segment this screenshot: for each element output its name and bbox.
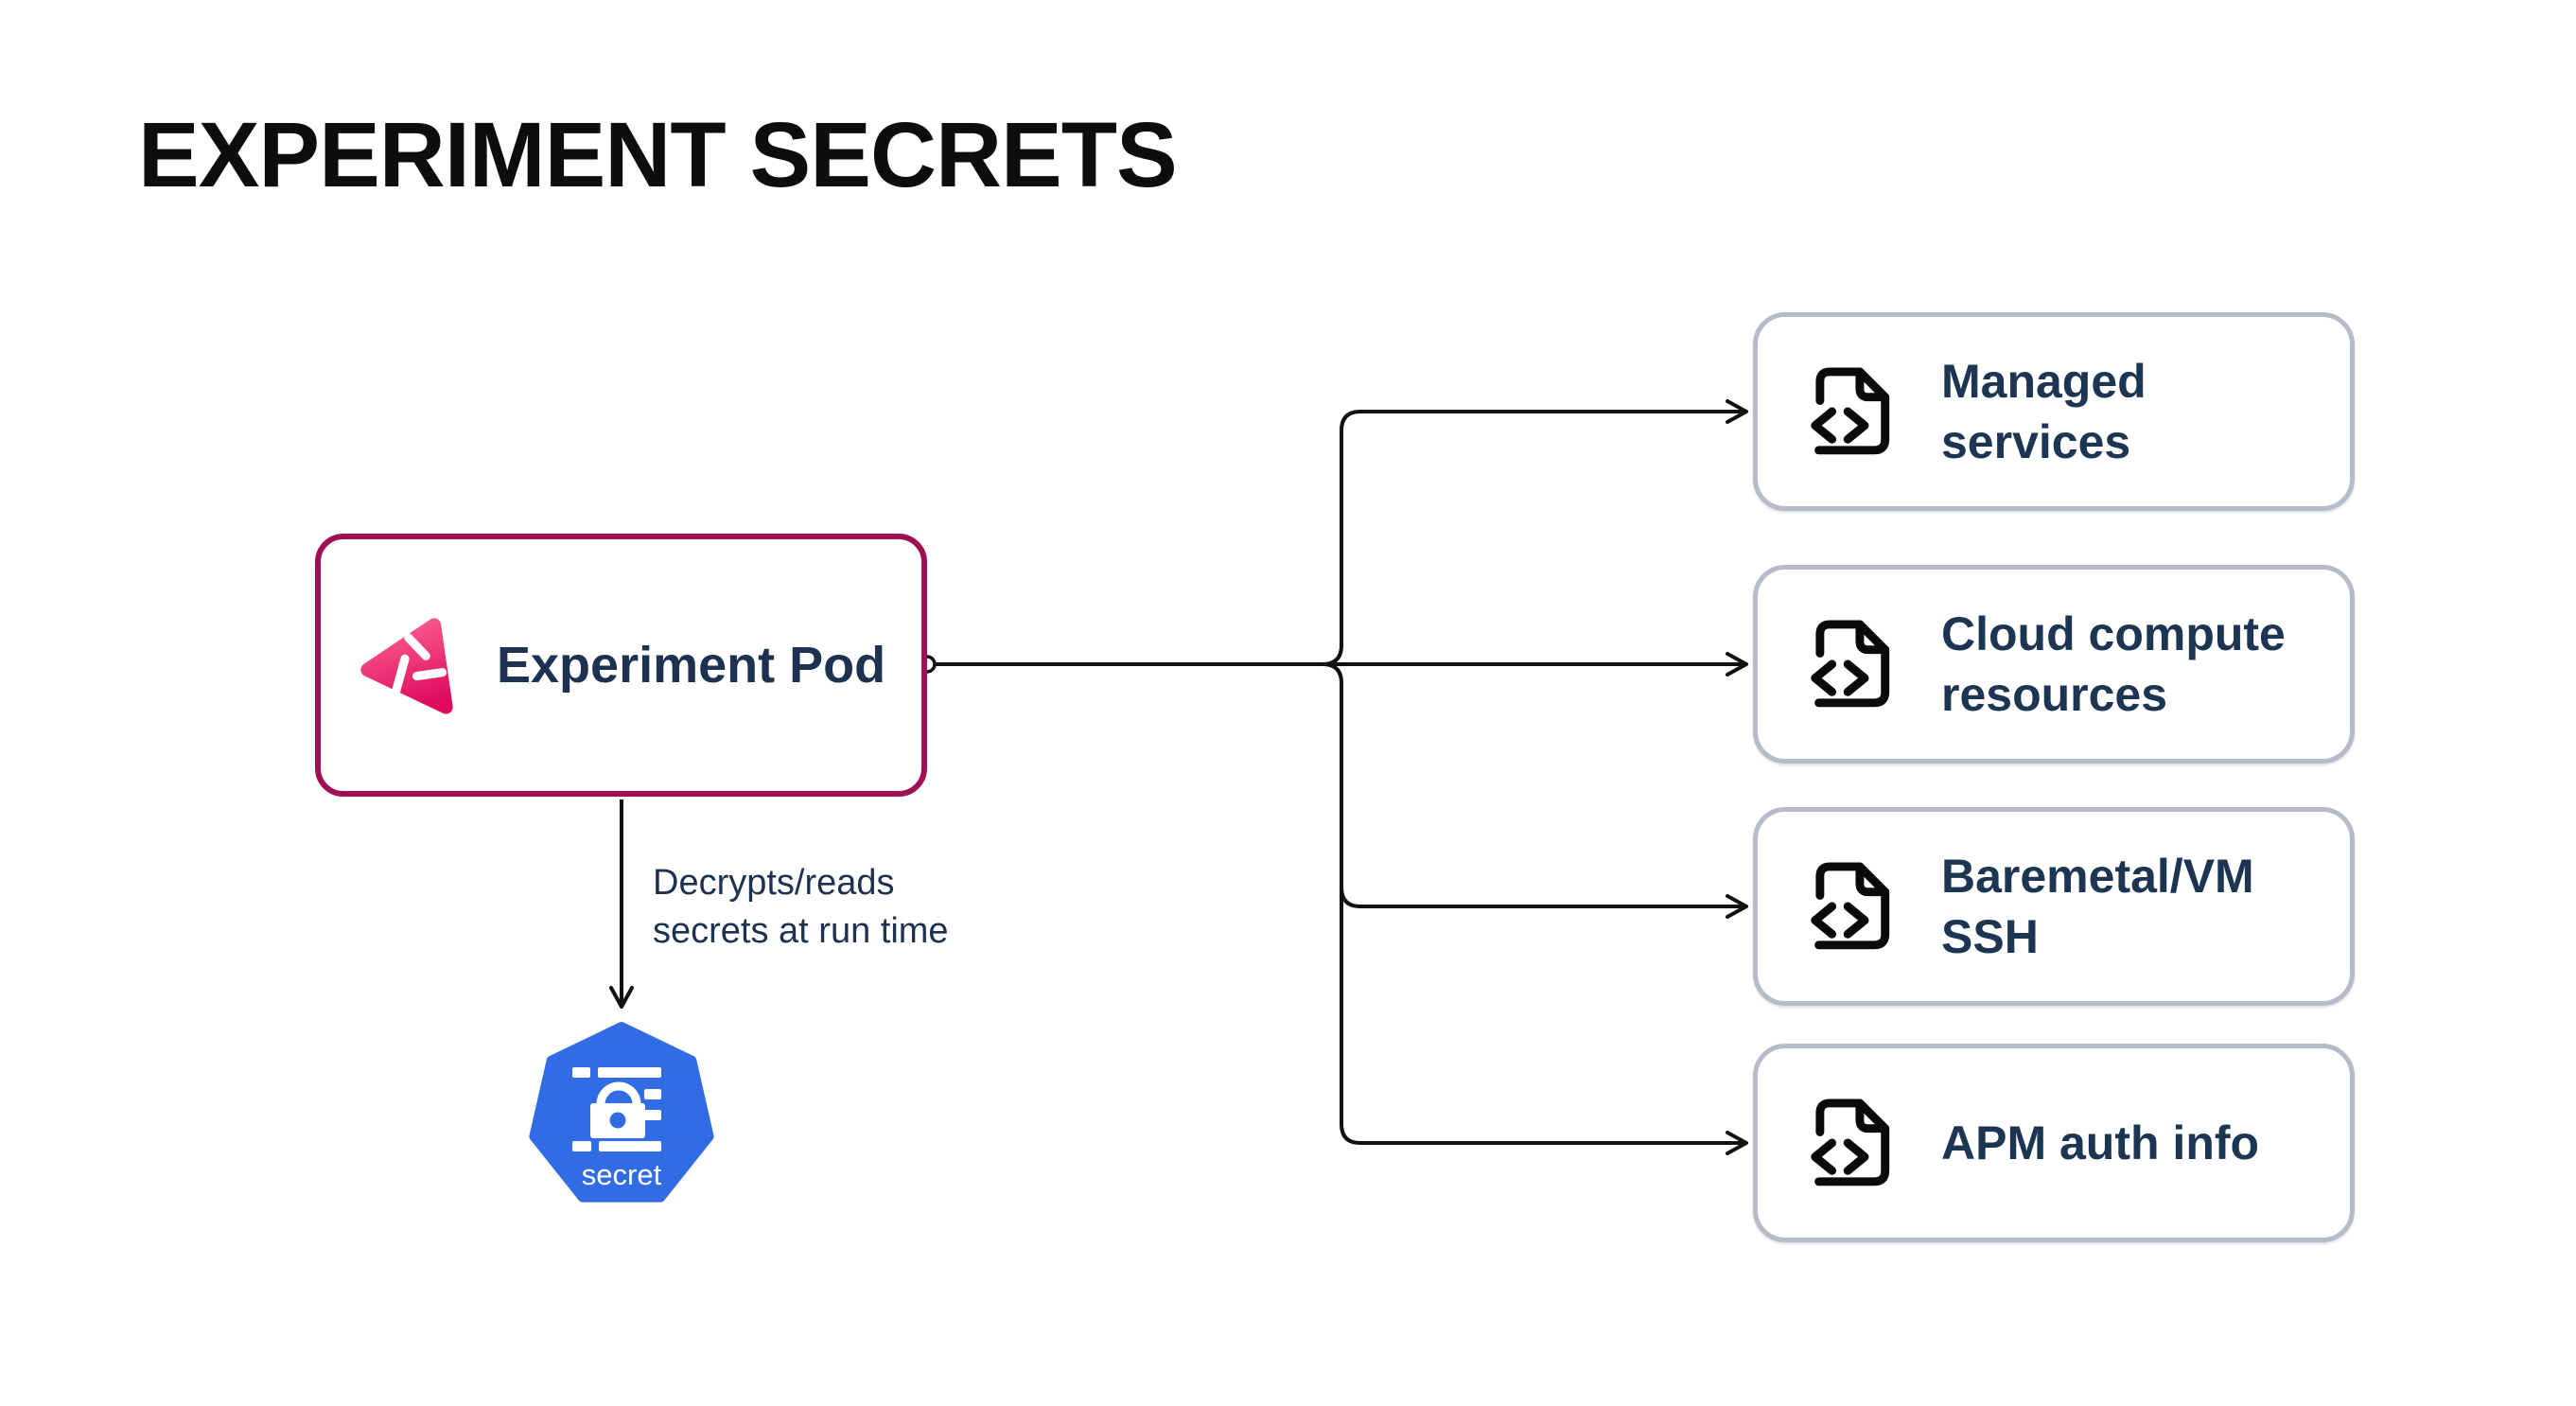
target-baremetal-vm-ssh: Baremetal/VM SSH: [1753, 807, 2355, 1006]
file-code-icon: [1811, 620, 1890, 708]
target-label: Managed services: [1941, 355, 2147, 468]
target-cloud-compute: Cloud compute resources: [1753, 565, 2355, 764]
edge-trunk-to-managed-services: [1322, 399, 1748, 666]
file-code-icon: [1811, 1098, 1890, 1186]
edge-annotation-line2: secrets at run time: [653, 911, 949, 951]
target-managed-services: Managed services: [1753, 312, 2355, 511]
litmus-chaos-logo-icon: [360, 618, 453, 714]
edge-trunk-to-baremetal: [1340, 887, 1748, 919]
secret-label: secret: [582, 1158, 662, 1191]
experiment-pod-node: Experiment Pod: [315, 534, 927, 797]
experiment-pod-label: Experiment Pod: [497, 637, 886, 694]
target-label: Baremetal/VM SSH: [1941, 850, 2254, 963]
file-code-icon: [1811, 862, 1890, 950]
edge-annotation-line1: Decrypts/reads: [653, 863, 895, 903]
kubernetes-secret-icon: secret: [529, 1022, 714, 1203]
file-code-icon: [1811, 367, 1890, 455]
target-apm-auth-info: APM auth info: [1753, 1044, 2355, 1242]
secret-lock-glyph: [572, 1067, 661, 1151]
target-label: APM auth info: [1941, 1116, 2260, 1169]
target-label: Cloud compute resources: [1941, 607, 2286, 721]
edge-annotation: Decrypts/reads secrets at run time: [653, 859, 949, 956]
page-title: EXPERIMENT SECRETS: [138, 103, 1178, 206]
edge-trunk-to-apm-auth: [1322, 662, 1748, 1155]
